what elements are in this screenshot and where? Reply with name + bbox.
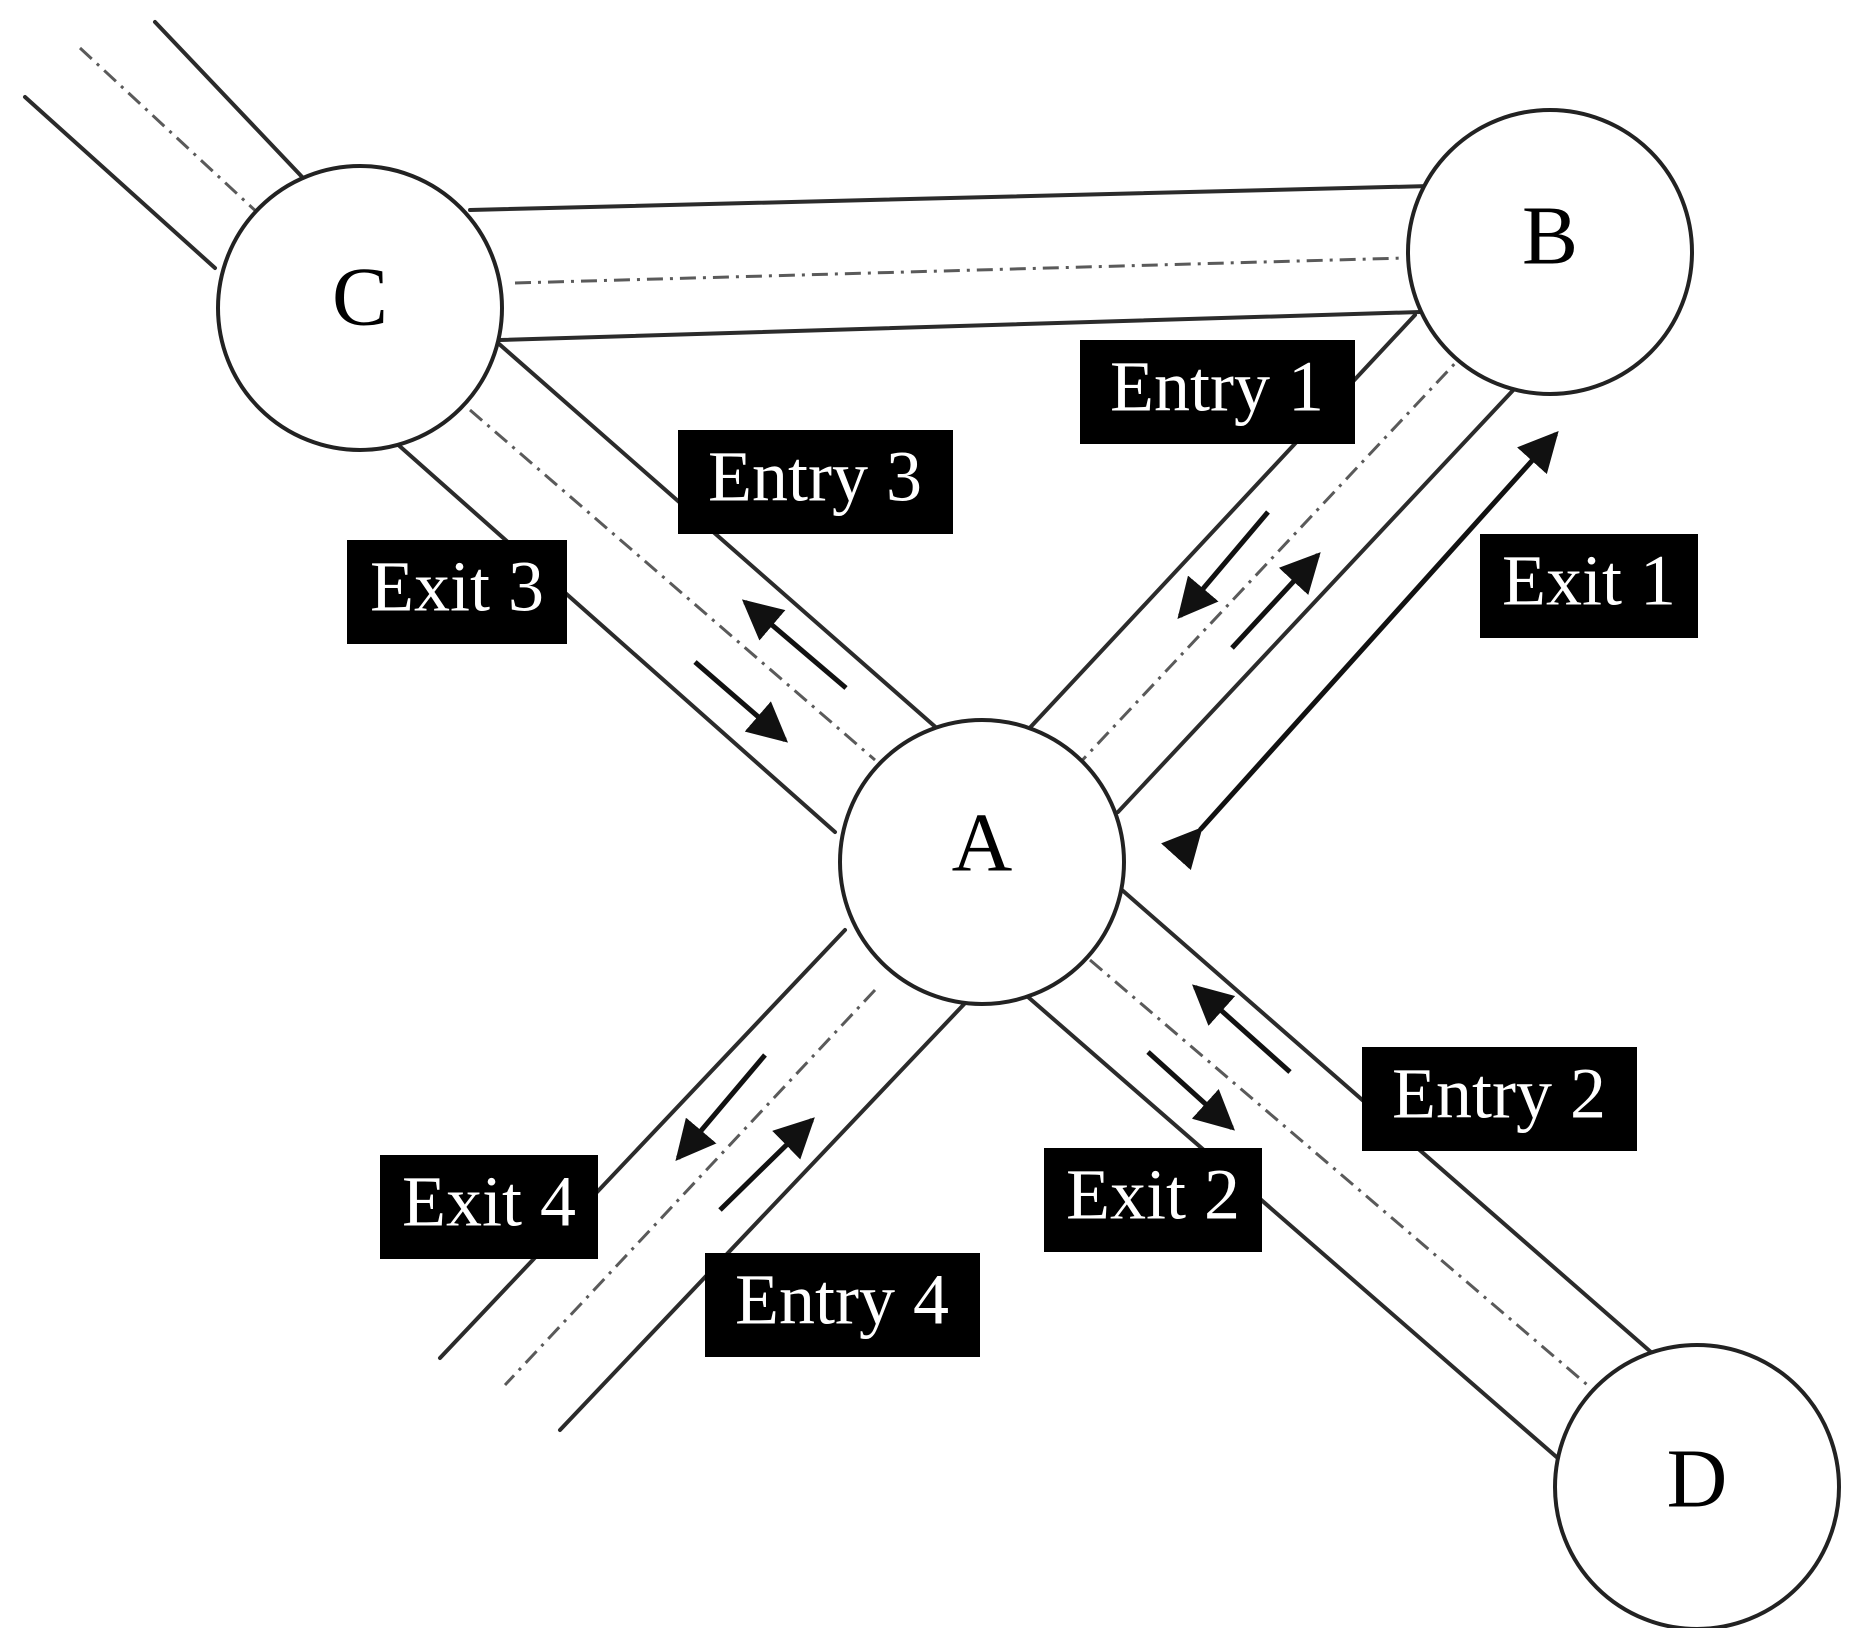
- label-exit-4: Exit 4: [380, 1155, 598, 1259]
- label-entry-4: Entry 4: [705, 1253, 980, 1357]
- svg-text:Entry 2: Entry 2: [1392, 1054, 1606, 1134]
- entry4-arrow: [718, 1117, 815, 1212]
- svg-text:Entry 1: Entry 1: [1110, 347, 1324, 427]
- exit4-arrow: [675, 1053, 767, 1162]
- svg-text:C: C: [332, 250, 388, 343]
- label-entry-2: Entry 2: [1362, 1047, 1637, 1151]
- road-c-northwest: [23, 20, 307, 270]
- entry1-outbound-arrow: [1230, 552, 1321, 650]
- svg-text:Exit 3: Exit 3: [370, 547, 544, 627]
- svg-text:Exit 1: Exit 1: [1502, 541, 1676, 621]
- label-exit-1: Exit 1: [1480, 534, 1698, 638]
- svg-text:Entry 3: Entry 3: [708, 437, 922, 517]
- svg-text:B: B: [1522, 189, 1578, 282]
- road-a-southwest: [438, 928, 970, 1432]
- label-exit-3: Exit 3: [347, 540, 567, 644]
- svg-text:Exit 2: Exit 2: [1066, 1155, 1240, 1235]
- label-entry-3: Entry 3: [678, 430, 953, 534]
- entry2-arrow: [1192, 984, 1292, 1074]
- svg-text:D: D: [1667, 1432, 1728, 1525]
- label-entry-1: Entry 1: [1080, 340, 1355, 444]
- exit1-double-arrow: [1161, 431, 1559, 871]
- exit2-arrow: [1146, 1050, 1235, 1131]
- svg-text:Exit 4: Exit 4: [402, 1162, 576, 1242]
- node-d: D: [1553, 1343, 1841, 1628]
- road-c-to-b: [468, 184, 1432, 342]
- node-b: B: [1406, 108, 1694, 396]
- exit3-arrow: [693, 660, 789, 743]
- label-exit-2: Exit 2: [1044, 1148, 1262, 1252]
- node-a: A: [838, 718, 1126, 1006]
- svg-text:A: A: [952, 796, 1013, 889]
- svg-text:Entry 4: Entry 4: [735, 1260, 949, 1340]
- entry1-inbound-arrow: [1177, 510, 1270, 620]
- flow-arrows: [675, 431, 1559, 1212]
- node-c: C: [216, 164, 504, 452]
- road-c-to-a: [393, 341, 950, 834]
- entry3-arrow: [741, 599, 848, 690]
